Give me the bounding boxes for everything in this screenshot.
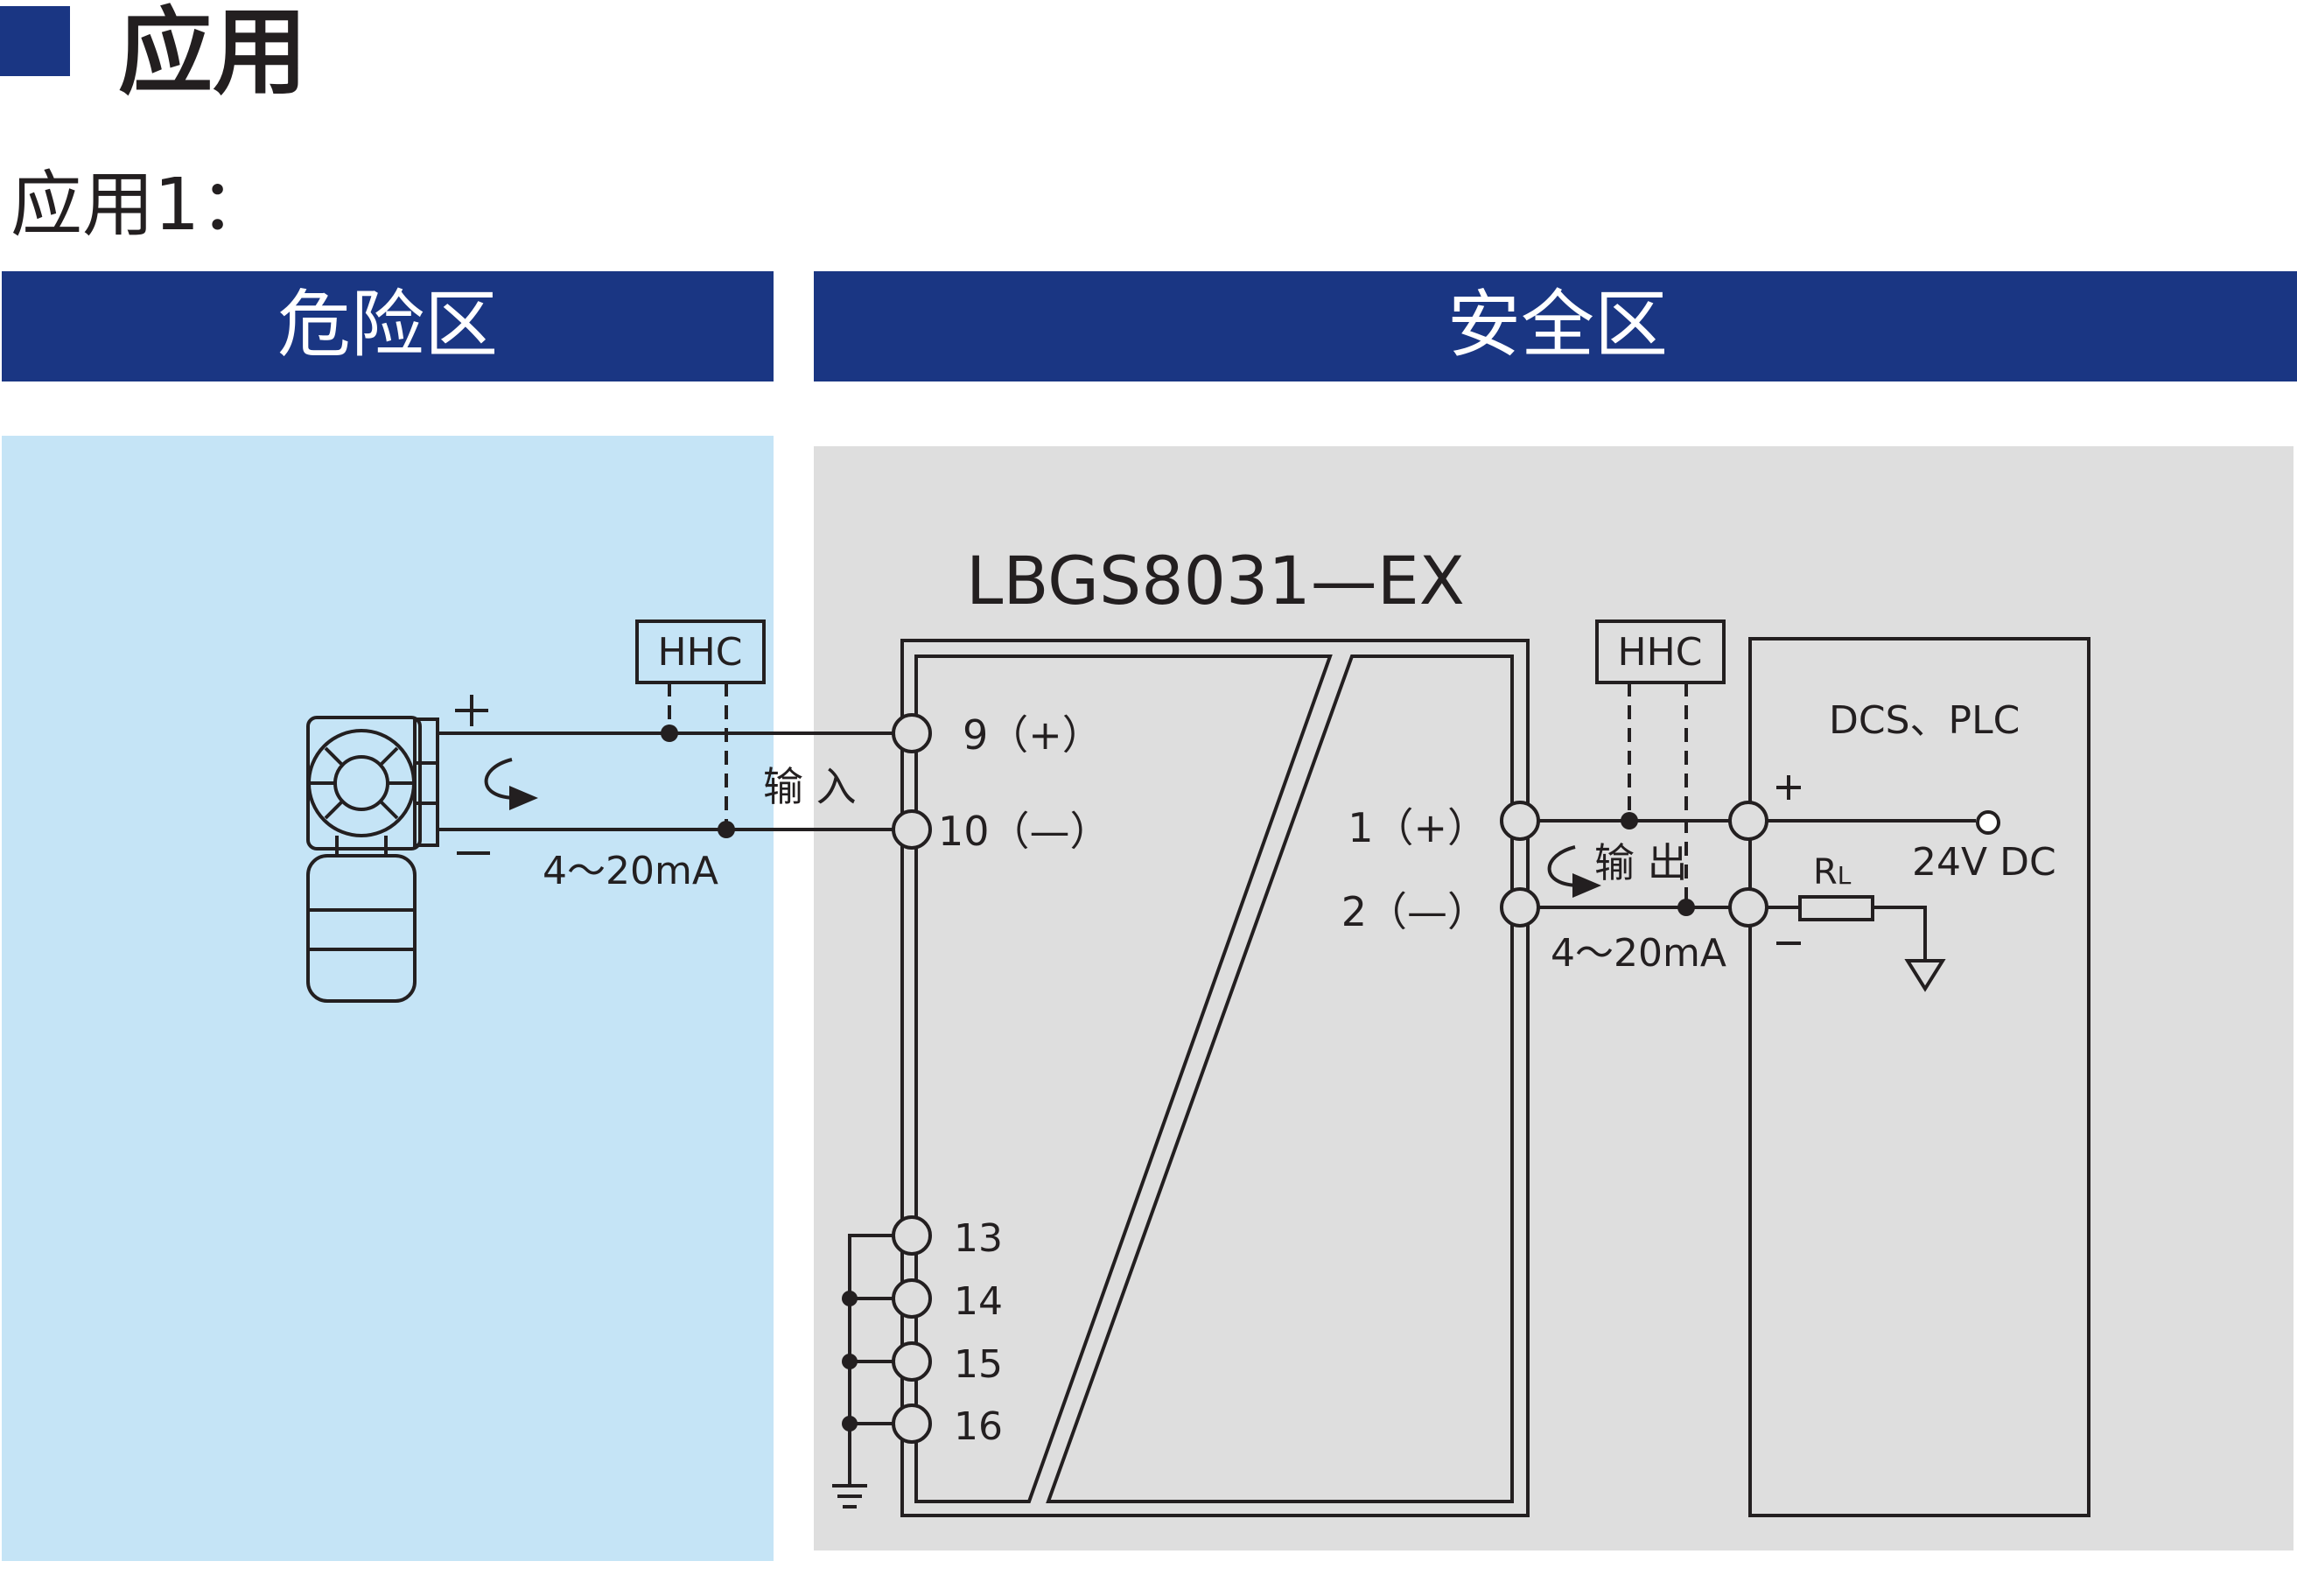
- controller-box: [1748, 637, 2090, 1517]
- hazardous-zone-header: [2, 271, 774, 382]
- ground-bus: [848, 1234, 893, 1486]
- input-current-label: 4～20mA: [543, 849, 718, 893]
- terminal-9-label: 9（+）: [963, 711, 1103, 759]
- isolator-module: [900, 639, 1530, 1517]
- input-label: 输 入: [763, 763, 857, 810]
- terminal-2-label: 2（—）: [1341, 888, 1488, 935]
- safe-zone-header: [814, 271, 2297, 382]
- terminal-13: [892, 1215, 932, 1256]
- terminal-1: [1500, 801, 1540, 841]
- terminal-10-label: 10（—）: [938, 808, 1110, 855]
- page-title: 应用: [118, 0, 307, 108]
- output-label: 输 出: [1594, 839, 1688, 886]
- terminal-14: [892, 1278, 932, 1319]
- controller-terminal-minus: [1728, 887, 1768, 928]
- hazardous-zone-label: 危险区: [277, 282, 498, 368]
- controller-name: DCS、PLC: [1829, 698, 2020, 743]
- signal-ground-icon: [1904, 959, 1946, 992]
- supply-terminal: [1976, 810, 2000, 835]
- terminal-13-label: 13: [954, 1216, 1003, 1261]
- output-hhc-box: [1595, 620, 1726, 684]
- transmitter-icon: [306, 716, 439, 1003]
- hazardous-zone-area: [2, 436, 774, 1561]
- output-current-label: 4～20mA: [1551, 931, 1726, 976]
- controller-terminal-plus: [1728, 801, 1768, 841]
- resistor-label: RL: [1813, 852, 1852, 892]
- terminal-1-label: 1（+）: [1348, 804, 1488, 851]
- terminal-9: [892, 713, 932, 753]
- earth-ground-icon: [832, 1484, 867, 1508]
- safe-zone-label: 安全区: [1447, 282, 1668, 368]
- heading-square-icon: [0, 6, 70, 76]
- terminal-2: [1500, 887, 1540, 928]
- terminal-10: [892, 809, 932, 850]
- terminal-15: [892, 1341, 932, 1382]
- field-hhc-box: [635, 620, 766, 684]
- module-model: LBGS8031—EX: [966, 542, 1465, 620]
- output-hhc-label: HHC: [1618, 630, 1703, 675]
- terminal-15-label: 15: [954, 1342, 1003, 1387]
- terminal-16: [892, 1404, 932, 1444]
- field-hhc-label: HHC: [658, 630, 743, 675]
- subheading: 应用1：: [11, 164, 271, 247]
- terminal-14-label: 14: [954, 1279, 1003, 1324]
- supply-label: 24V DC: [1912, 840, 2056, 885]
- safe-zone-area: [814, 446, 2293, 1550]
- terminal-16-label: 16: [954, 1404, 1003, 1449]
